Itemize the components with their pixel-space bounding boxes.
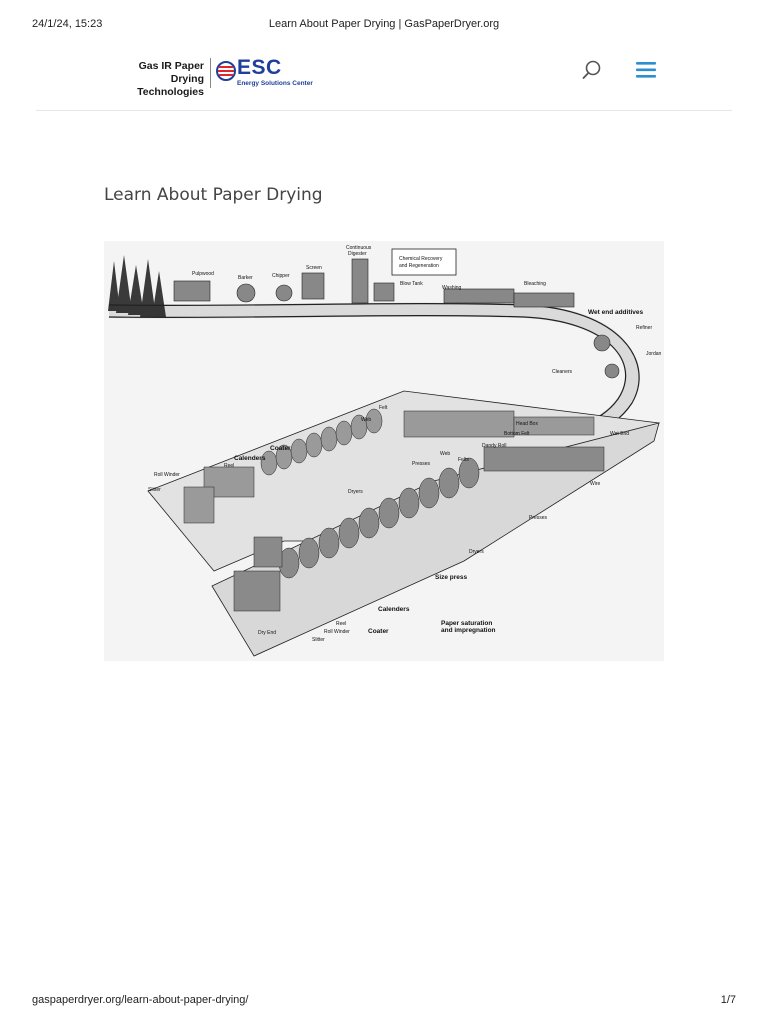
label-bleaching: Bleaching: [524, 281, 546, 287]
logo-brand-sub: Energy Solutions Center: [237, 80, 313, 87]
logo-text: Gas IR Paper Drying Technologies: [112, 60, 204, 99]
print-datetime: 24/1/24, 15:23: [32, 18, 103, 30]
label-reel: Reel: [336, 621, 346, 627]
label-wet-end: Wet End: [610, 431, 629, 437]
label-wire: Wire: [590, 481, 600, 487]
label-web-top: Web: [361, 417, 371, 423]
paper-mill-illustration: Pulpwood Barker Chipper Screen Continuou…: [108, 245, 662, 657]
logo-divider: [210, 58, 211, 88]
label-dry-end: Dry End: [258, 630, 276, 636]
esc-globe-icon: [216, 61, 236, 81]
logo-line-2: Drying Technologies: [137, 73, 204, 98]
menu-button[interactable]: [634, 58, 660, 82]
label-screen: Screen: [306, 265, 322, 271]
label-felts: Felts: [458, 457, 469, 463]
label-recovery-1: Chemical Recovery: [399, 256, 443, 262]
label-digester-1: Continuous: [346, 245, 372, 251]
label-slitter-top: Slitter: [148, 487, 161, 493]
print-page-title: Learn About Paper Drying | GasPaperDryer…: [268, 18, 500, 30]
label-recovery-2: and Regeneration: [399, 263, 439, 269]
label-saturation-1: Paper saturation: [441, 620, 492, 627]
label-saturation-2: and impregnation: [441, 627, 496, 634]
label-jordan: Jordan: [646, 351, 662, 357]
hamburger-menu-icon: [636, 62, 656, 78]
label-dryers: Dryers: [469, 549, 484, 555]
label-roll-winder-top: Roll Winder: [154, 472, 180, 478]
label-slitter: Slitter: [312, 637, 325, 643]
label-reel-top: Reel: [224, 463, 234, 469]
label-dryers-top: Dryers: [348, 489, 363, 495]
site-logo[interactable]: Gas IR Paper Drying Technologies ESC Ene…: [112, 50, 313, 98]
label-presses-top: Presses: [412, 461, 431, 467]
label-calenders: Calenders: [378, 606, 410, 613]
label-head-box: Head Box: [516, 421, 538, 427]
logo-brand: ESC: [237, 56, 282, 79]
label-refiner: Refiner: [636, 325, 652, 331]
forest-trees: [108, 255, 166, 317]
site-header: Gas IR Paper Drying Technologies ESC Ene…: [36, 48, 732, 111]
search-button[interactable]: [580, 58, 604, 82]
logo-line-1: Gas IR Paper: [138, 60, 204, 72]
label-washing: Washing: [442, 285, 461, 291]
label-wet-end-additives: Wet end additives: [588, 309, 644, 316]
label-pulpwood: Pulpwood: [192, 271, 214, 277]
page-title: Learn About Paper Drying: [104, 185, 323, 205]
label-coater: Coater: [368, 628, 389, 635]
search-icon: [582, 60, 601, 79]
label-coater-top: Coater: [270, 445, 291, 452]
label-blow-tank: Blow Tank: [400, 281, 423, 287]
label-digester-2: Digester: [348, 251, 367, 257]
label-barker: Barker: [238, 275, 253, 281]
print-url: gaspaperdryer.org/learn-about-paper-dryi…: [32, 994, 249, 1006]
label-calenders-top: Calenders: [234, 455, 266, 462]
label-web: Web: [440, 451, 450, 457]
label-bottom-felt: Bottom Felt: [504, 431, 530, 437]
chemical-recovery-box: [391, 248, 457, 276]
label-presses: Presses: [529, 515, 548, 521]
label-felt: Felt: [379, 405, 388, 411]
label-cleaners: Cleaners: [552, 369, 573, 375]
print-page-number: 1/7: [720, 994, 736, 1006]
paper-mill-diagram: Pulpwood Barker Chipper Screen Continuou…: [104, 241, 664, 661]
label-dandy-roll: Dandy Roll: [482, 443, 506, 449]
label-roll-winder: Roll Winder: [324, 629, 350, 635]
label-chipper: Chipper: [272, 273, 290, 279]
label-size-press: Size press: [435, 574, 468, 581]
